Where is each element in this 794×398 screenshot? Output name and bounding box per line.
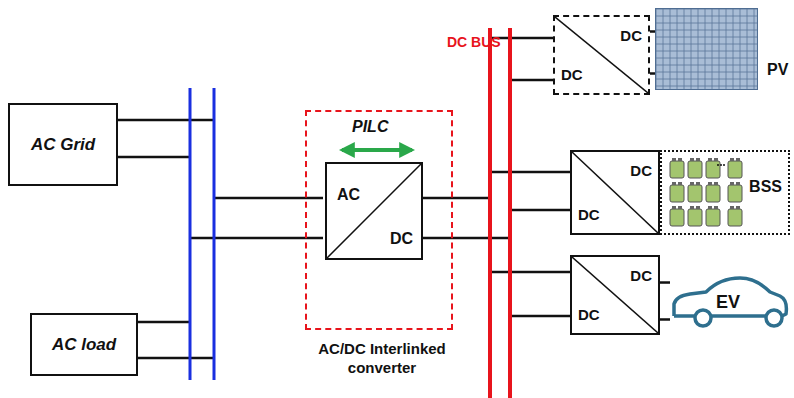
node-label: DC bbox=[630, 267, 652, 284]
node-label: PV bbox=[767, 61, 788, 79]
ac-load-box: AC load bbox=[30, 313, 138, 376]
power-flow-arrow bbox=[342, 148, 412, 152]
dc-dc-converter: DC DC bbox=[570, 150, 660, 235]
dc-bus-line bbox=[508, 28, 512, 398]
ac-bus-line bbox=[213, 88, 216, 380]
interlink-region: AC/DC Interlinked converterACDC bbox=[305, 110, 453, 330]
dc-dc-converter: DC DC bbox=[553, 15, 650, 95]
node-label: AC Grid bbox=[31, 135, 95, 155]
bus-label: DC BUS bbox=[447, 34, 501, 50]
node-label: DC bbox=[390, 230, 413, 248]
pv-panel-art bbox=[656, 9, 757, 89]
battery-storage: BSS bbox=[660, 150, 790, 235]
ac-grid-box: AC Grid bbox=[8, 103, 118, 186]
node-label: DC bbox=[561, 66, 583, 83]
node-label: DC bbox=[578, 206, 600, 223]
pv-panel: PV bbox=[655, 8, 758, 90]
ac-bus-line bbox=[189, 88, 192, 380]
ac-dc-converter: AC DC bbox=[325, 162, 423, 260]
node-label: DC bbox=[578, 306, 600, 323]
dc-bus-line bbox=[488, 28, 492, 398]
node-label: AC bbox=[337, 186, 360, 204]
power-label: PILC bbox=[352, 118, 388, 136]
ev-car: EV bbox=[670, 268, 790, 334]
wire-connector bbox=[660, 283, 670, 320]
node-label: DC bbox=[630, 162, 652, 179]
node-label: EV bbox=[716, 292, 740, 313]
node-label: DC bbox=[620, 27, 642, 44]
node-label: AC/DC Interlinked converter bbox=[297, 340, 467, 378]
ac-wires bbox=[118, 38, 570, 358]
dc-dc-converter: DC DC bbox=[570, 255, 660, 335]
node-label: AC load bbox=[52, 335, 116, 355]
node-label: BSS bbox=[749, 178, 782, 196]
